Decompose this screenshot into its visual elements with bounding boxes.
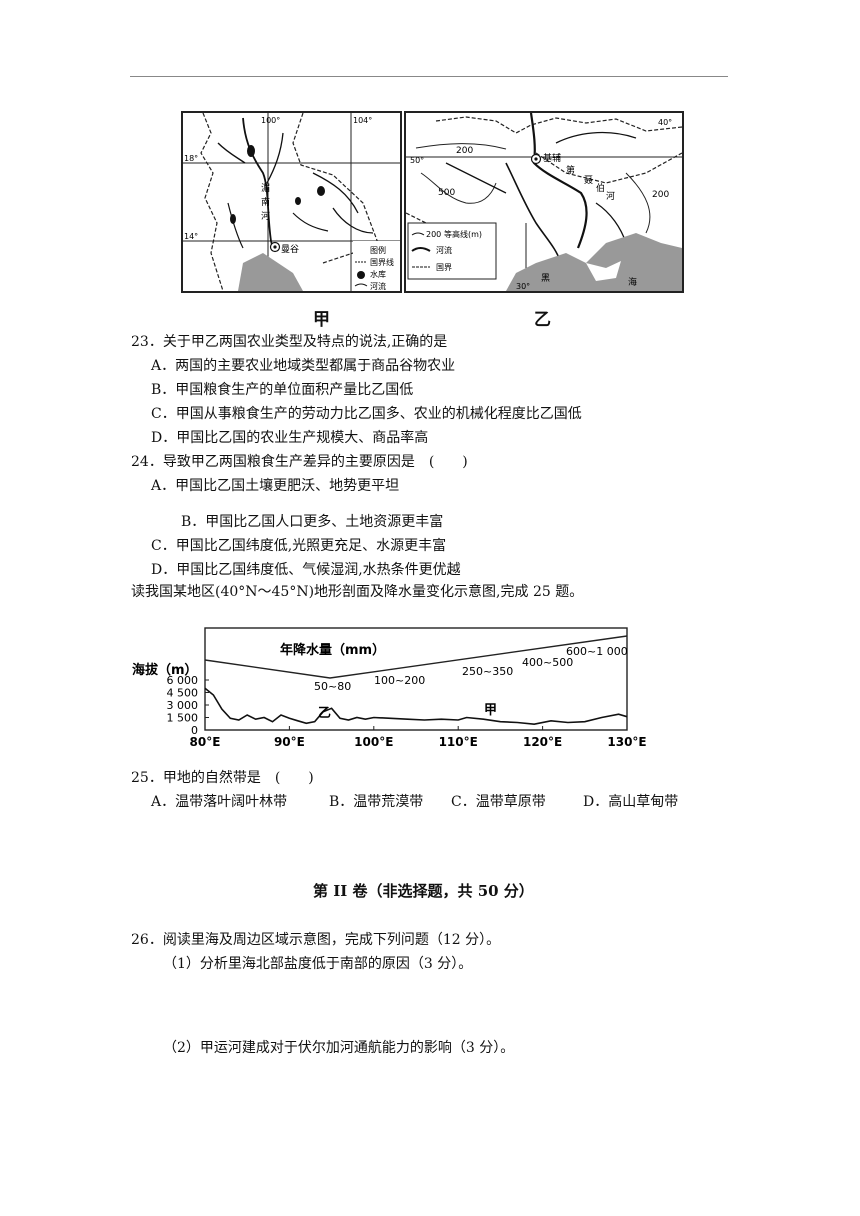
map-yi-river-char-3: 伯 <box>596 182 605 194</box>
map-yi-river-char-2: 聂 <box>584 175 593 186</box>
precip-label-4: 400~500 <box>522 656 573 669</box>
terrain-profile-line <box>204 687 628 726</box>
map-jia-legend-title: 图例 <box>370 245 386 255</box>
map-jia: 100° 104° 18° 14° 湄 南 河 曼谷 图例 国界线 水库 河流 <box>181 111 402 293</box>
map-yi-caption: 乙 <box>534 310 551 330</box>
place-label-jia: 甲 <box>484 703 497 718</box>
q23-option-a: A．两国的主要农业地域类型都属于商品谷物农业 <box>151 358 456 374</box>
q24-option-b: B．甲国比乙国人口更多、土地资源更丰富 <box>181 514 444 530</box>
q23-option-d: D．甲国比乙国的农业生产规模大、商品率高 <box>151 430 429 446</box>
map-jia-river-char-1: 湄 <box>261 183 270 194</box>
map-yi-contour-200a: 200 <box>456 146 473 156</box>
q25-option-d: D．高山草甸带 <box>583 794 679 810</box>
q24-option-a: A．甲国比乙国土壤更肥沃、地势更平坦 <box>151 478 400 494</box>
q25-option-c: C．温带草原带 <box>451 794 546 810</box>
precip-label-2: 100~200 <box>374 674 425 687</box>
map-yi-city: 基辅 <box>543 152 561 164</box>
q25-stem: 25．甲地的自然带是 ( ) <box>131 770 314 786</box>
q26-part-2: （2）甲运河建成对于伏尔加河通航能力的影响（3 分）。 <box>163 1040 515 1056</box>
top-rule <box>130 76 728 77</box>
x-tick-label: 130°E <box>607 735 646 749</box>
map-jia-lon-104: 104° <box>353 116 372 125</box>
q23-option-c: C．甲国从事粮食生产的劳动力比乙国多、农业的机械化程度比乙国低 <box>151 406 582 422</box>
map-jia-city: 曼谷 <box>281 244 299 255</box>
map-jia-caption: 甲 <box>313 310 330 330</box>
q25-option-a: A．温带落叶阔叶林带 <box>151 794 288 810</box>
y-tick-label: 6 000 <box>167 674 199 687</box>
q25-option-b: B．温带荒漠带 <box>329 794 424 810</box>
section-2-heading: 第 II 卷（非选择题，共 50 分） <box>313 882 534 900</box>
map-yi-river-char-4: 河 <box>606 190 615 202</box>
y-tick-label: 3 000 <box>167 699 199 712</box>
x-tick-labels: 80°E 90°E 100°E 110°E 120°E 130°E <box>190 726 647 749</box>
map-yi-legend-contour-value: 200 <box>426 230 441 239</box>
map-yi-drawing: 40° 50° 30° 200 500 200 基辅 第 聂 伯 河 黑 海 2… <box>406 113 682 291</box>
map-yi-lat-50: 50° <box>410 156 424 165</box>
map-yi: 40° 50° 30° 200 500 200 基辅 第 聂 伯 河 黑 海 2… <box>404 111 684 293</box>
map-jia-lat-14: 14° <box>184 232 198 241</box>
x-tick-label: 90°E <box>274 735 305 749</box>
chart-ylabel: 海拔（m） <box>132 662 198 678</box>
map-yi-sea-char-1: 黑 <box>541 273 550 284</box>
map-yi-lon-40: 40° <box>658 118 672 127</box>
precip-label-1: 50~80 <box>314 680 351 693</box>
map-jia-river-char-3: 河 <box>261 210 270 222</box>
x-tick-label: 100°E <box>354 735 393 749</box>
map-jia-lat-18: 18° <box>184 154 198 163</box>
map-jia-drawing: 100° 104° 18° 14° 湄 南 河 曼谷 图例 国界线 水库 河流 <box>183 113 400 291</box>
y-tick-label: 4 500 <box>167 687 199 700</box>
precip-label-3: 250~350 <box>462 665 513 678</box>
map-yi-sea-char-2: 海 <box>628 276 637 288</box>
precip-label-5: 600~1 000 <box>566 645 628 658</box>
q24-option-d: D．甲国比乙国纬度低、气候湿润,水热条件更优越 <box>151 562 461 578</box>
map-yi-contour-500: 500 <box>438 188 455 198</box>
chart-frame <box>204 627 628 731</box>
q25-intro: 读我国某地区(40°N～45°N)地形剖面及降水量变化示意图,完成 25 题。 <box>131 584 584 600</box>
map-jia-river-char-2: 南 <box>261 196 270 208</box>
map-yi-legend-contour: 等高线(m) <box>444 229 482 239</box>
map-jia-lon-100: 100° <box>261 116 280 125</box>
y-tick-label: 0 <box>191 724 198 737</box>
q23-stem: 23．关于甲乙两国农业类型及特点的说法,正确的是 <box>131 334 448 350</box>
map-yi-lon-30: 30° <box>516 282 530 291</box>
map-yi-river-char-1: 第 <box>566 164 575 176</box>
x-tick-label: 120°E <box>523 735 562 749</box>
x-tick-label: 110°E <box>439 735 478 749</box>
precip-trend-line <box>204 635 628 679</box>
y-tick-label: 1 500 <box>167 712 199 725</box>
map-jia-legend-reservoir: 水库 <box>370 269 386 279</box>
q26-stem: 26．阅读里海及周边区域示意图，完成下列问题（12 分）。 <box>131 932 501 948</box>
q24-stem: 24．导致甲乙两国粮食生产差异的主要原因是 ( ) <box>131 454 468 470</box>
q26-part-1: （1）分析里海北部盐度低于南部的原因（3 分）。 <box>163 956 473 972</box>
q23-option-b: B．甲国粮食生产的单位面积产量比乙国低 <box>151 382 414 398</box>
chart-title: 年降水量（mm） <box>280 642 385 658</box>
map-yi-legend-border: 国界 <box>436 263 452 272</box>
map-yi-contour-200b: 200 <box>652 190 669 200</box>
place-label-yi: 乙 <box>318 706 331 721</box>
map-jia-legend-border: 国界线 <box>370 257 394 267</box>
x-tick-label: 80°E <box>190 735 221 749</box>
map-jia-legend-river: 河流 <box>370 281 386 291</box>
map-yi-legend-river: 河流 <box>436 245 452 255</box>
q24-option-c: C．甲国比乙国纬度低,光照更充足、水源更丰富 <box>151 538 447 554</box>
